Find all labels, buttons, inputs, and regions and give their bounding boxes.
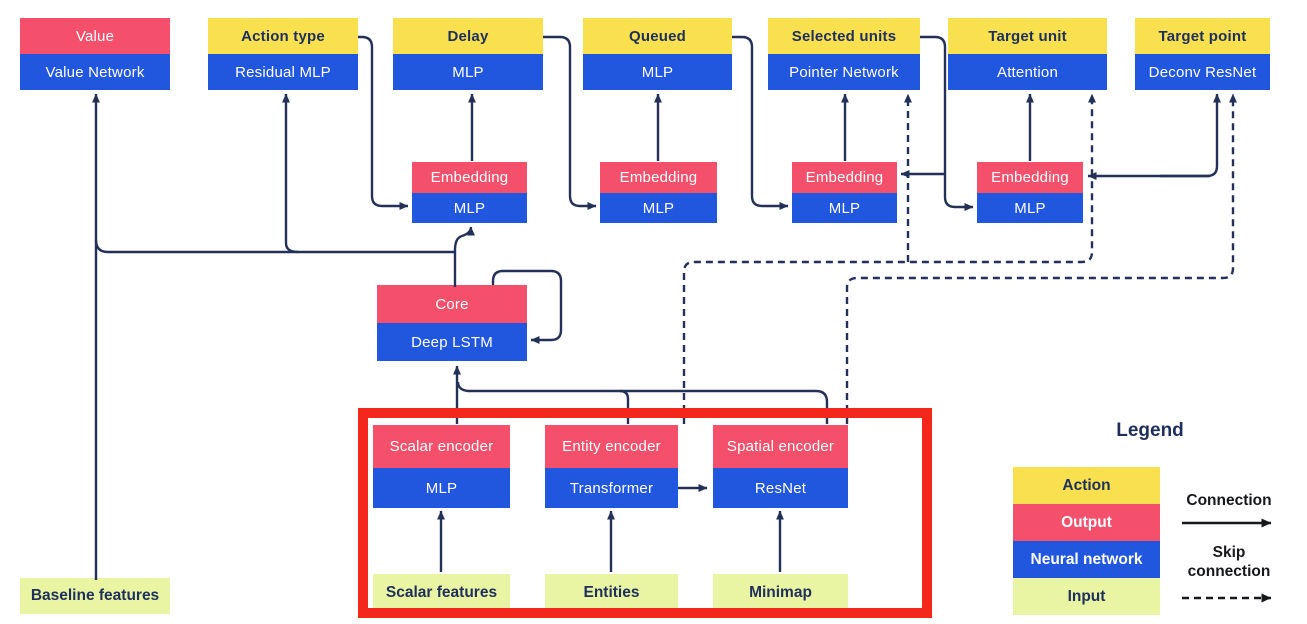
encoder-box-scalar-encoder-blue-row: MLP [373, 468, 510, 508]
skip-entity-to-targetunit [682, 93, 1096, 424]
head-box-action-type-blue-row: Residual MLP [208, 54, 358, 90]
input-box-baseline-features: Baseline features [20, 578, 170, 614]
embedding-box-3-pink-row: Embedding [792, 162, 897, 193]
legend-skip-connection-label: Skip connection [1187, 544, 1271, 581]
head-box-action-type-yellow-row: Action type [208, 18, 358, 54]
head-box-target-unit-blue-row: Attention [948, 54, 1107, 90]
head-box-target-unit-yellow-row: Target unit [948, 18, 1107, 54]
input-box-scalar-features: Scalar features [373, 574, 510, 612]
legend-title: Legend [1116, 420, 1184, 441]
head-box-delay-yellow-row: Delay [393, 18, 543, 54]
embedding-box-4-pink-row: Embedding [977, 162, 1083, 193]
embedding-box-1-blue-row: MLP [412, 193, 527, 223]
legend-swatch-neural-network: Neural network [1013, 541, 1160, 578]
head-box-delay-blue-row: MLP [393, 54, 543, 90]
legend-swatch-input: Input [1013, 578, 1160, 615]
embedding-box-4-blue-row: MLP [977, 193, 1083, 223]
core-box-blue-row: Deep LSTM [377, 323, 527, 361]
embedding-box-3-blue-row: MLP [792, 193, 897, 223]
line-core-to-embedding1 [453, 226, 475, 287]
legend-swatch-action: Action [1013, 467, 1160, 504]
core-box-pink-row: Core [377, 285, 527, 323]
head-box-target-point-blue-row: Deconv ResNet [1135, 54, 1270, 90]
legend-connection-label: Connection [1186, 492, 1272, 509]
line-core-out-left [94, 239, 455, 254]
head-box-queued-yellow-row: Queued [583, 18, 732, 54]
embedding-box-2-pink-row: Embedding [600, 162, 717, 193]
encoder-box-spatial-encoder-blue-row: ResNet [713, 468, 848, 508]
line-to-targetpoint [1160, 93, 1221, 178]
encoder-box-entity-encoder-pink-row: Entity encoder [545, 425, 678, 468]
head-box-queued-blue-row: MLP [583, 54, 732, 90]
skip-connections [682, 93, 1237, 424]
encoder-box-entity-encoder-blue-row: Transformer [545, 468, 678, 508]
embedding-box-1-pink-row: Embedding [412, 162, 527, 193]
legend-swatch-output: Output [1013, 504, 1160, 541]
encoder-highlight-rectangle [358, 408, 932, 618]
head-box-target-point-yellow-row: Target point [1135, 18, 1270, 54]
head-box-selected-units-yellow-row: Selected units [768, 18, 920, 54]
value-head-box-blue-row: Value Network [20, 54, 170, 90]
encoder-box-scalar-encoder-pink-row: Scalar encoder [373, 425, 510, 468]
input-box-entities: Entities [545, 574, 678, 612]
skip-spatial-to-targetpoint [845, 93, 1237, 424]
line-to-action-type [282, 93, 299, 254]
head-box-selected-units-blue-row: Pointer Network [768, 54, 920, 90]
value-head-box-pink-row: Value [20, 18, 170, 54]
input-box-minimap: Minimap [713, 574, 848, 612]
encoder-box-spatial-encoder-pink-row: Spatial encoder [713, 425, 848, 468]
embedding-box-2-blue-row: MLP [600, 193, 717, 223]
